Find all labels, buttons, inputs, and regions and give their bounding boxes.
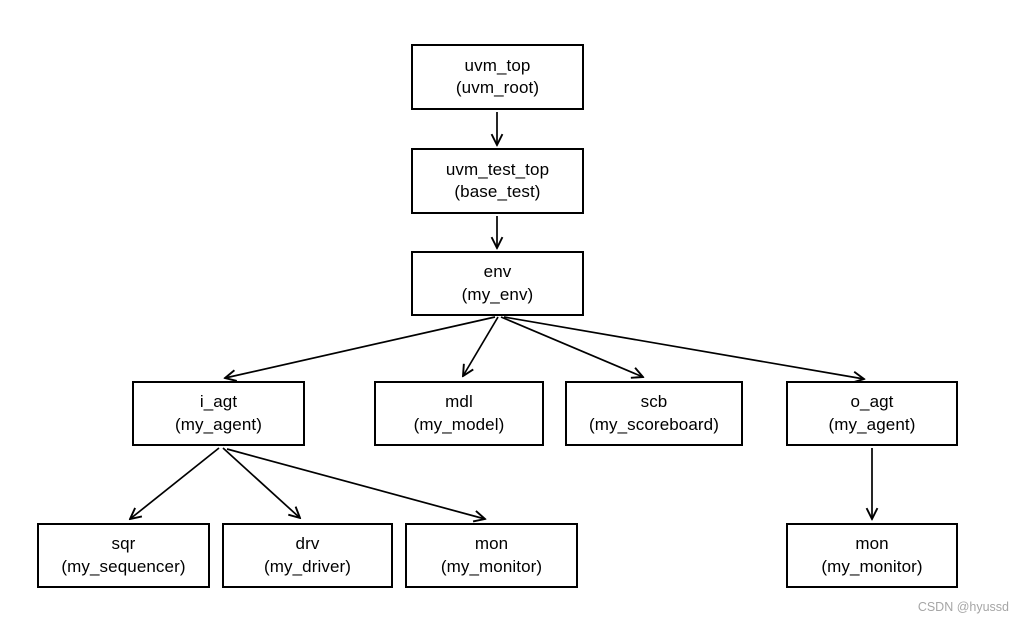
node-mdl: mdl (my_model) (374, 381, 544, 446)
node-name: sqr (111, 534, 136, 554)
node-name: o_agt (850, 392, 894, 412)
node-name: scb (640, 392, 668, 412)
edge-i_agt-mon_i (226, 448, 485, 519)
node-sqr: sqr (my_sequencer) (37, 523, 210, 588)
node-name: mdl (445, 392, 473, 412)
edge-env-o_agt (503, 316, 864, 379)
node-name: drv (295, 534, 320, 554)
edge-env-scb (500, 316, 643, 377)
node-name: uvm_top (464, 55, 531, 75)
node-name: mon (474, 534, 509, 554)
node-type: (my_sequencer) (61, 556, 186, 576)
node-mon-output: mon (my_monitor) (786, 523, 958, 588)
node-type: (my_agent) (828, 414, 916, 434)
node-o-agt: o_agt (my_agent) (786, 381, 958, 446)
watermark: CSDN @hyussd (917, 600, 1009, 614)
node-drv: drv (my_driver) (222, 523, 393, 588)
node-type: (my_scoreboard) (589, 414, 719, 434)
node-env: env (my_env) (411, 251, 584, 316)
node-uvm-test-top: uvm_test_top (base_test) (411, 148, 584, 214)
node-type: (my_monitor) (821, 556, 923, 576)
node-name: mon (855, 534, 889, 554)
node-mon-input: mon (my_monitor) (405, 523, 578, 588)
edge-env-mdl (463, 316, 499, 376)
node-name: env (483, 262, 512, 282)
node-name: uvm_test_top (445, 159, 550, 179)
node-name: i_agt (199, 392, 238, 412)
node-uvm-top: uvm_top (uvm_root) (411, 44, 584, 110)
edge-i_agt-sqr (130, 447, 220, 519)
edge-env-i_agt (225, 316, 496, 378)
node-type: (my_monitor) (440, 556, 543, 576)
node-type: (my_driver) (263, 556, 352, 576)
node-type: (my_agent) (175, 414, 262, 434)
node-type: (my_model) (413, 414, 505, 434)
node-type: (my_env) (461, 284, 534, 304)
edge-i_agt-drv (222, 447, 300, 518)
node-i-agt: i_agt (my_agent) (132, 381, 305, 446)
node-scb: scb (my_scoreboard) (565, 381, 743, 446)
node-type: (base_test) (454, 182, 541, 201)
node-type: (uvm_root) (455, 78, 540, 97)
